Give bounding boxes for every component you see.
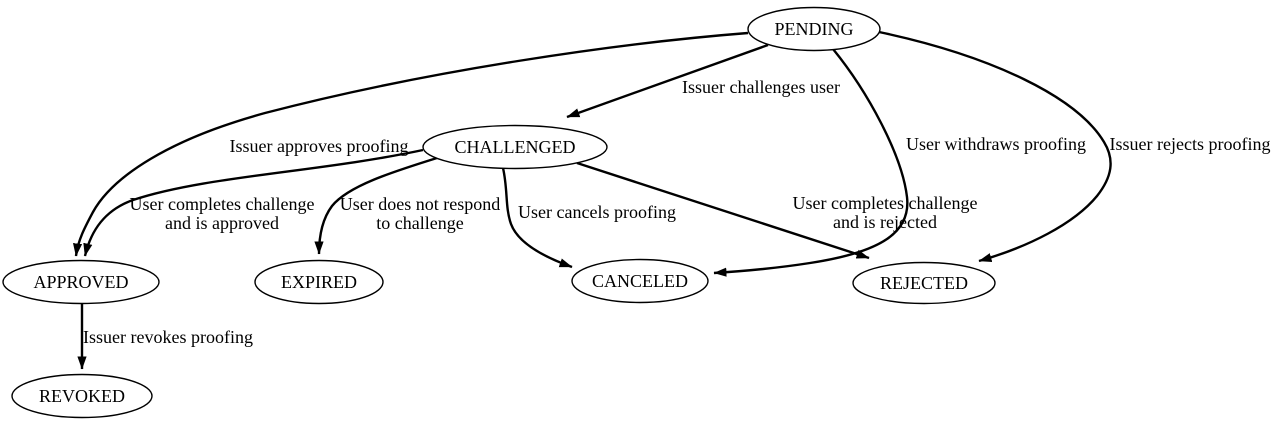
edge-label-issuer-rejects-proofing: Issuer rejects proofing: [1110, 134, 1271, 154]
edge-pending-canceled: [713, 48, 909, 277]
node-revoked-label: REVOKED: [39, 386, 125, 406]
node-challenged: CHALLENGED: [422, 124, 608, 170]
edge-pending-approved: [72, 31, 749, 257]
node-rejected-label: REJECTED: [880, 273, 968, 293]
edge-label-user-completes-challenge-rejected-line1: User completes challenge: [793, 193, 978, 213]
node-approved-label: APPROVED: [33, 272, 128, 292]
nodes: PENDING CHALLENGED APPROVED EXPIRED CANC…: [2, 6, 996, 419]
node-pending-label: PENDING: [775, 19, 854, 39]
node-pending: PENDING: [747, 6, 881, 52]
edge-labels: Issuer challenges user Issuer approves p…: [83, 77, 1270, 347]
edge-challenged-canceled: [501, 167, 573, 269]
node-canceled-label: CANCELED: [592, 271, 688, 291]
node-pending-ellipse: [747, 6, 881, 52]
edge-challenged-rejected: [576, 161, 870, 260]
node-expired: EXPIRED: [254, 259, 384, 305]
node-canceled-ellipse: [571, 258, 709, 304]
node-expired-ellipse: [254, 259, 384, 305]
edge-label-user-completes-challenge-approved-line1: User completes challenge: [130, 194, 315, 214]
edges: [72, 30, 1112, 370]
node-approved-ellipse: [2, 259, 160, 305]
edge-label-user-cancels-proofing: User cancels proofing: [518, 202, 676, 222]
edge-pending-rejected: [878, 30, 1112, 263]
node-challenged-label: CHALLENGED: [455, 137, 576, 157]
node-approved: APPROVED: [2, 259, 160, 305]
node-revoked: REVOKED: [11, 373, 153, 419]
edge-label-issuer-approves-proofing: Issuer approves proofing: [230, 136, 409, 156]
node-canceled: CANCELED: [571, 258, 709, 304]
edge-label-user-does-not-respond-line1: User does not respond: [340, 194, 500, 214]
edge-challenged-expired: [314, 156, 438, 255]
node-revoked-ellipse: [11, 373, 153, 419]
edge-challenged-approved: [83, 148, 424, 257]
node-expired-label: EXPIRED: [281, 272, 357, 292]
node-challenged-ellipse: [422, 124, 608, 170]
edge-label-issuer-challenges-user: Issuer challenges user: [682, 77, 840, 97]
edge-label-user-withdraws-proofing: User withdraws proofing: [906, 134, 1086, 154]
edge-label-user-completes-challenge-rejected-line2: and is rejected: [833, 212, 937, 232]
edge-label-issuer-revokes-proofing: Issuer revokes proofing: [83, 327, 253, 347]
node-rejected: REJECTED: [852, 261, 996, 305]
edge-label-user-completes-challenge-approved-line2: and is approved: [165, 213, 279, 233]
edge-label-user-does-not-respond-line2: to challenge: [376, 213, 463, 233]
edge-pending-challenged: [566, 43, 769, 119]
node-rejected-ellipse: [852, 261, 996, 305]
